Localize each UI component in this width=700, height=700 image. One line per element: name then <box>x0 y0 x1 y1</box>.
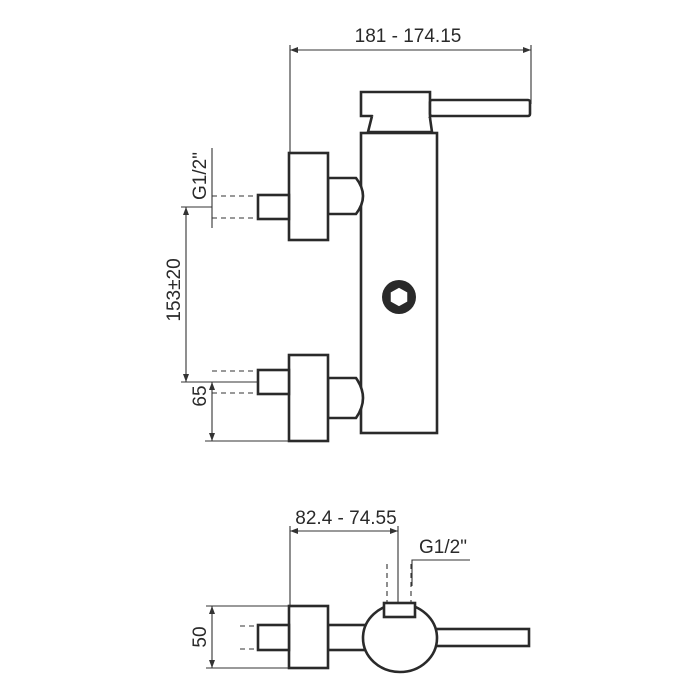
side-view: 82.4 - 74.55 G1/2" 50 <box>190 508 531 674</box>
lower-connector <box>212 353 365 443</box>
dim-inlet-spacing-label: 153±20 <box>164 258 185 321</box>
side-outlet-stub <box>382 601 417 619</box>
upper-connector <box>212 151 365 242</box>
dim-top-thread: G1/2" <box>190 148 213 228</box>
side-inlet-pipe <box>256 623 291 652</box>
dim-top-thread-label: G1/2" <box>190 152 211 200</box>
dim-side-height-label: 50 <box>190 626 211 647</box>
dim-base-height-label: 65 <box>190 385 211 406</box>
dim-side-thread: G1/2" <box>386 537 470 604</box>
dim-side-height: 50 <box>190 605 289 669</box>
side-connector-nut <box>287 604 330 670</box>
side-lever <box>423 627 531 648</box>
dim-base-height: 65 <box>190 382 289 442</box>
front-view: 181 - 174.15 <box>164 26 532 443</box>
lever-handle <box>359 90 532 134</box>
dim-side-thread-label: G1/2" <box>419 537 467 558</box>
dim-top-width: 181 - 174.15 <box>289 26 532 152</box>
diverter-knob <box>382 280 416 314</box>
dim-side-depth-label: 82.4 - 74.55 <box>295 508 396 529</box>
dim-inlet-spacing: 153±20 <box>164 206 258 383</box>
dim-side-depth: 82.4 - 74.55 <box>289 508 399 618</box>
dim-top-width-label: 181 - 174.15 <box>355 26 462 47</box>
